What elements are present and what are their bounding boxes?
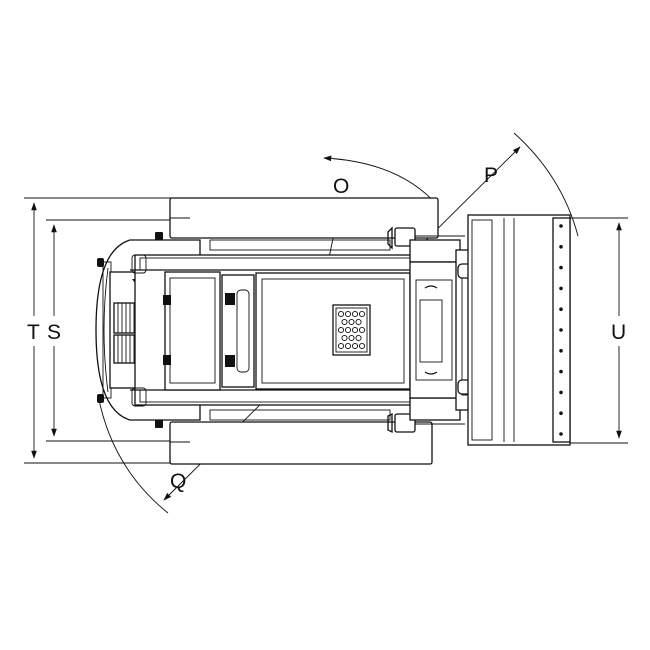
blade-bolt [559, 307, 563, 312]
front-chassis [409, 261, 459, 399]
panel-dot [351, 326, 359, 334]
blade-bolt [559, 432, 563, 436]
label-o: O [333, 175, 349, 198]
panel-dot [348, 318, 355, 326]
panel-dot [358, 310, 366, 318]
panel-dot [337, 326, 345, 334]
blade-bolt [559, 265, 563, 270]
panel-dot [351, 342, 359, 350]
panel-dot [337, 342, 345, 350]
blade-bolt [559, 411, 563, 416]
blade-bolt [559, 390, 563, 395]
front-blade [467, 214, 571, 446]
blade-bolt [559, 349, 563, 353]
panel-dot [358, 326, 366, 334]
panel-dot [348, 334, 355, 342]
blade-bolt [559, 328, 563, 332]
label-q: Q [170, 470, 186, 493]
panel-dot [341, 334, 348, 342]
lower-track [169, 409, 433, 465]
dimension-u [570, 217, 628, 444]
panel-dot [355, 318, 362, 326]
panel-dot [344, 342, 352, 350]
swing-arc-q [97, 394, 169, 514]
label-u: U [611, 321, 626, 344]
dimension-s [46, 219, 180, 442]
control-panel [332, 304, 371, 356]
panel-dot [344, 326, 352, 334]
blade-bolt [559, 286, 563, 291]
panel-dot [344, 310, 352, 318]
panel-dot [341, 318, 348, 326]
operator-step [221, 274, 255, 388]
blade-bolt [559, 245, 563, 249]
panel-dot [351, 310, 359, 318]
control-panel-dots [337, 310, 366, 350]
label-p: P [484, 164, 498, 187]
blade-bolt [559, 369, 563, 374]
panel-dot [355, 334, 362, 342]
lift-arm-lower [387, 397, 465, 434]
label-s: S [47, 321, 61, 344]
label-t: T [27, 321, 40, 344]
blade-bolt [559, 224, 563, 228]
upper-track [169, 197, 439, 251]
swing-arc-p [513, 132, 579, 237]
panel-dot [337, 310, 345, 318]
engine-compartment [163, 271, 221, 391]
panel-dot [358, 342, 366, 350]
blade-bolts [559, 224, 563, 436]
